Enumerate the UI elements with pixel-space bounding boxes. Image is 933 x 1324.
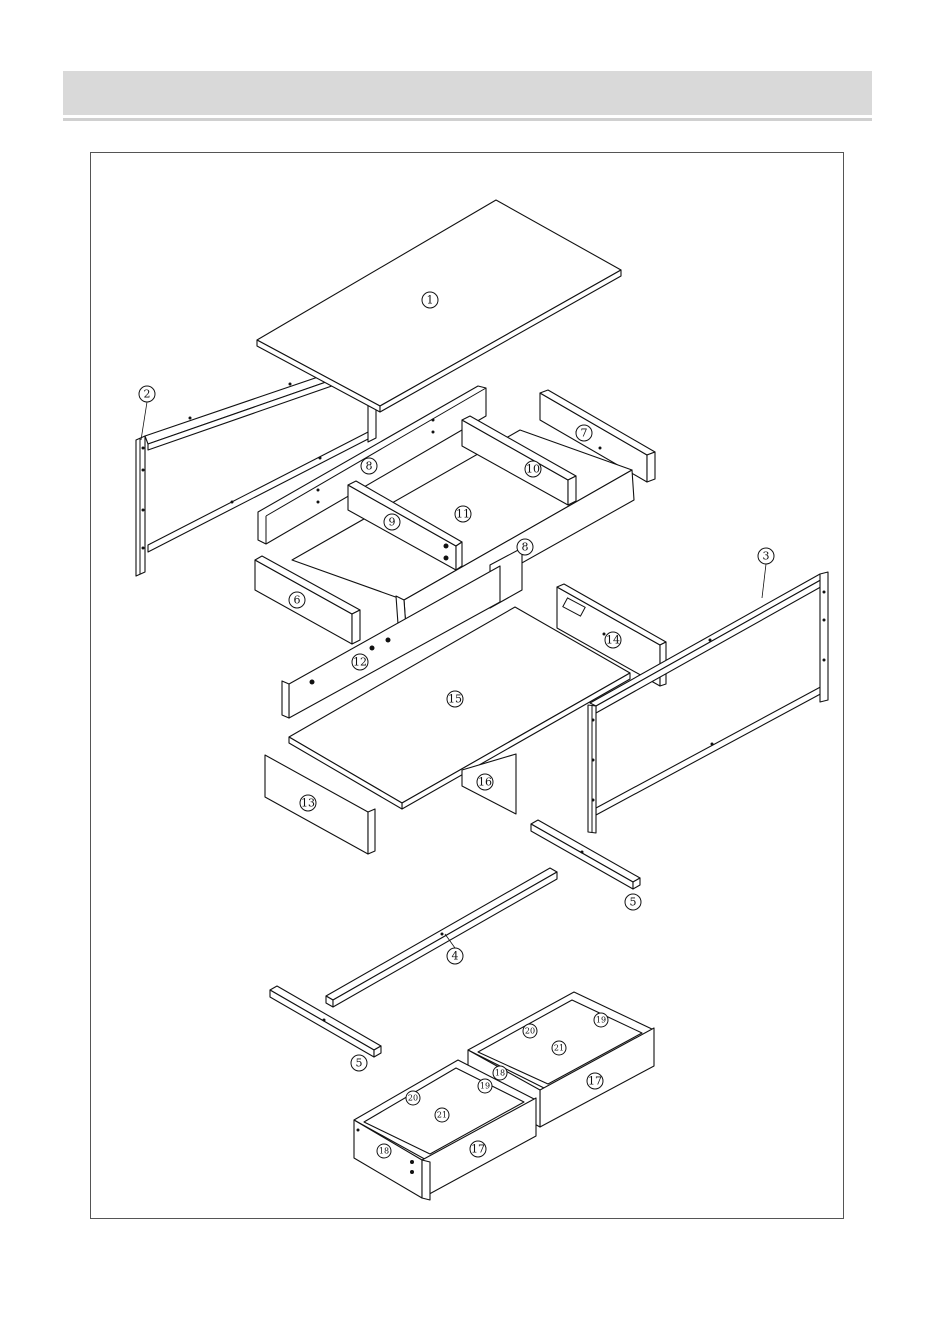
callout-label: 11 xyxy=(456,508,470,521)
callout-label: 18 xyxy=(495,1069,505,1078)
callout-label: 18 xyxy=(379,1147,389,1156)
callout-part-21-left: 21 xyxy=(435,1108,449,1122)
right-frame-part-3 xyxy=(588,572,828,833)
callout-part-21-right: 21 xyxy=(552,1041,566,1055)
callout-part-16: 16 xyxy=(477,774,493,790)
callout-label: 20 xyxy=(408,1094,418,1103)
callout-part-17-right: 17 xyxy=(587,1073,603,1089)
callout-label: 3 xyxy=(763,550,770,563)
callout-label: 14 xyxy=(606,634,620,647)
callout-label: 12 xyxy=(353,656,367,669)
callout-part-20-right: 20 xyxy=(523,1024,537,1038)
callout-label: 19 xyxy=(480,1082,490,1091)
callout-part-4: 4 xyxy=(447,948,463,964)
callout-part-14: 14 xyxy=(605,632,621,648)
callout-part-12: 12 xyxy=(352,654,368,670)
callout-part-5-right: 5 xyxy=(625,894,641,910)
callout-label: 7 xyxy=(581,427,588,440)
callout-label: 21 xyxy=(437,1111,447,1120)
callout-part-8-back: 8 xyxy=(361,458,377,474)
callout-label: 2 xyxy=(144,388,151,401)
callout-label: 17 xyxy=(588,1075,602,1088)
callout-part-3: 3 xyxy=(758,548,774,564)
callout-part-2: 2 xyxy=(139,386,155,402)
callout-part-13: 13 xyxy=(300,795,316,811)
callout-label: 15 xyxy=(448,693,462,706)
callout-part-8-front: 8 xyxy=(517,539,533,555)
callout-label: 13 xyxy=(301,797,315,810)
callout-part-11: 11 xyxy=(455,506,471,522)
callout-part-19-right: 19 xyxy=(594,1013,608,1027)
callout-label: 5 xyxy=(630,896,637,909)
callout-label: 20 xyxy=(525,1027,535,1036)
callout-part-15: 15 xyxy=(447,691,463,707)
callout-part-1: 1 xyxy=(422,292,438,308)
callout-label: 21 xyxy=(554,1044,564,1053)
callout-part-20-left: 20 xyxy=(406,1091,420,1105)
callout-label: 8 xyxy=(522,541,529,554)
callout-label: 5 xyxy=(356,1057,363,1070)
callout-label: 10 xyxy=(526,463,540,476)
callout-label: 16 xyxy=(478,776,492,789)
callout-label: 8 xyxy=(366,460,373,473)
callout-part-10: 10 xyxy=(525,461,541,477)
callout-label: 1 xyxy=(427,294,434,307)
rail-part-4 xyxy=(326,868,557,1007)
callout-label: 4 xyxy=(452,950,459,963)
callout-part-17-left: 17 xyxy=(470,1141,486,1157)
callout-label: 17 xyxy=(471,1143,485,1156)
callout-part-19-left: 19 xyxy=(478,1079,492,1093)
callout-part-5-left: 5 xyxy=(351,1055,367,1071)
callout-part-6: 6 xyxy=(289,592,305,608)
callout-label: 19 xyxy=(596,1016,606,1025)
callout-part-9: 9 xyxy=(384,514,400,530)
callout-part-18-right: 18 xyxy=(493,1066,507,1080)
callout-part-7: 7 xyxy=(576,425,592,441)
callout-label: 9 xyxy=(389,516,396,529)
callout-label: 6 xyxy=(294,594,301,607)
callout-part-18-left: 18 xyxy=(377,1144,391,1158)
